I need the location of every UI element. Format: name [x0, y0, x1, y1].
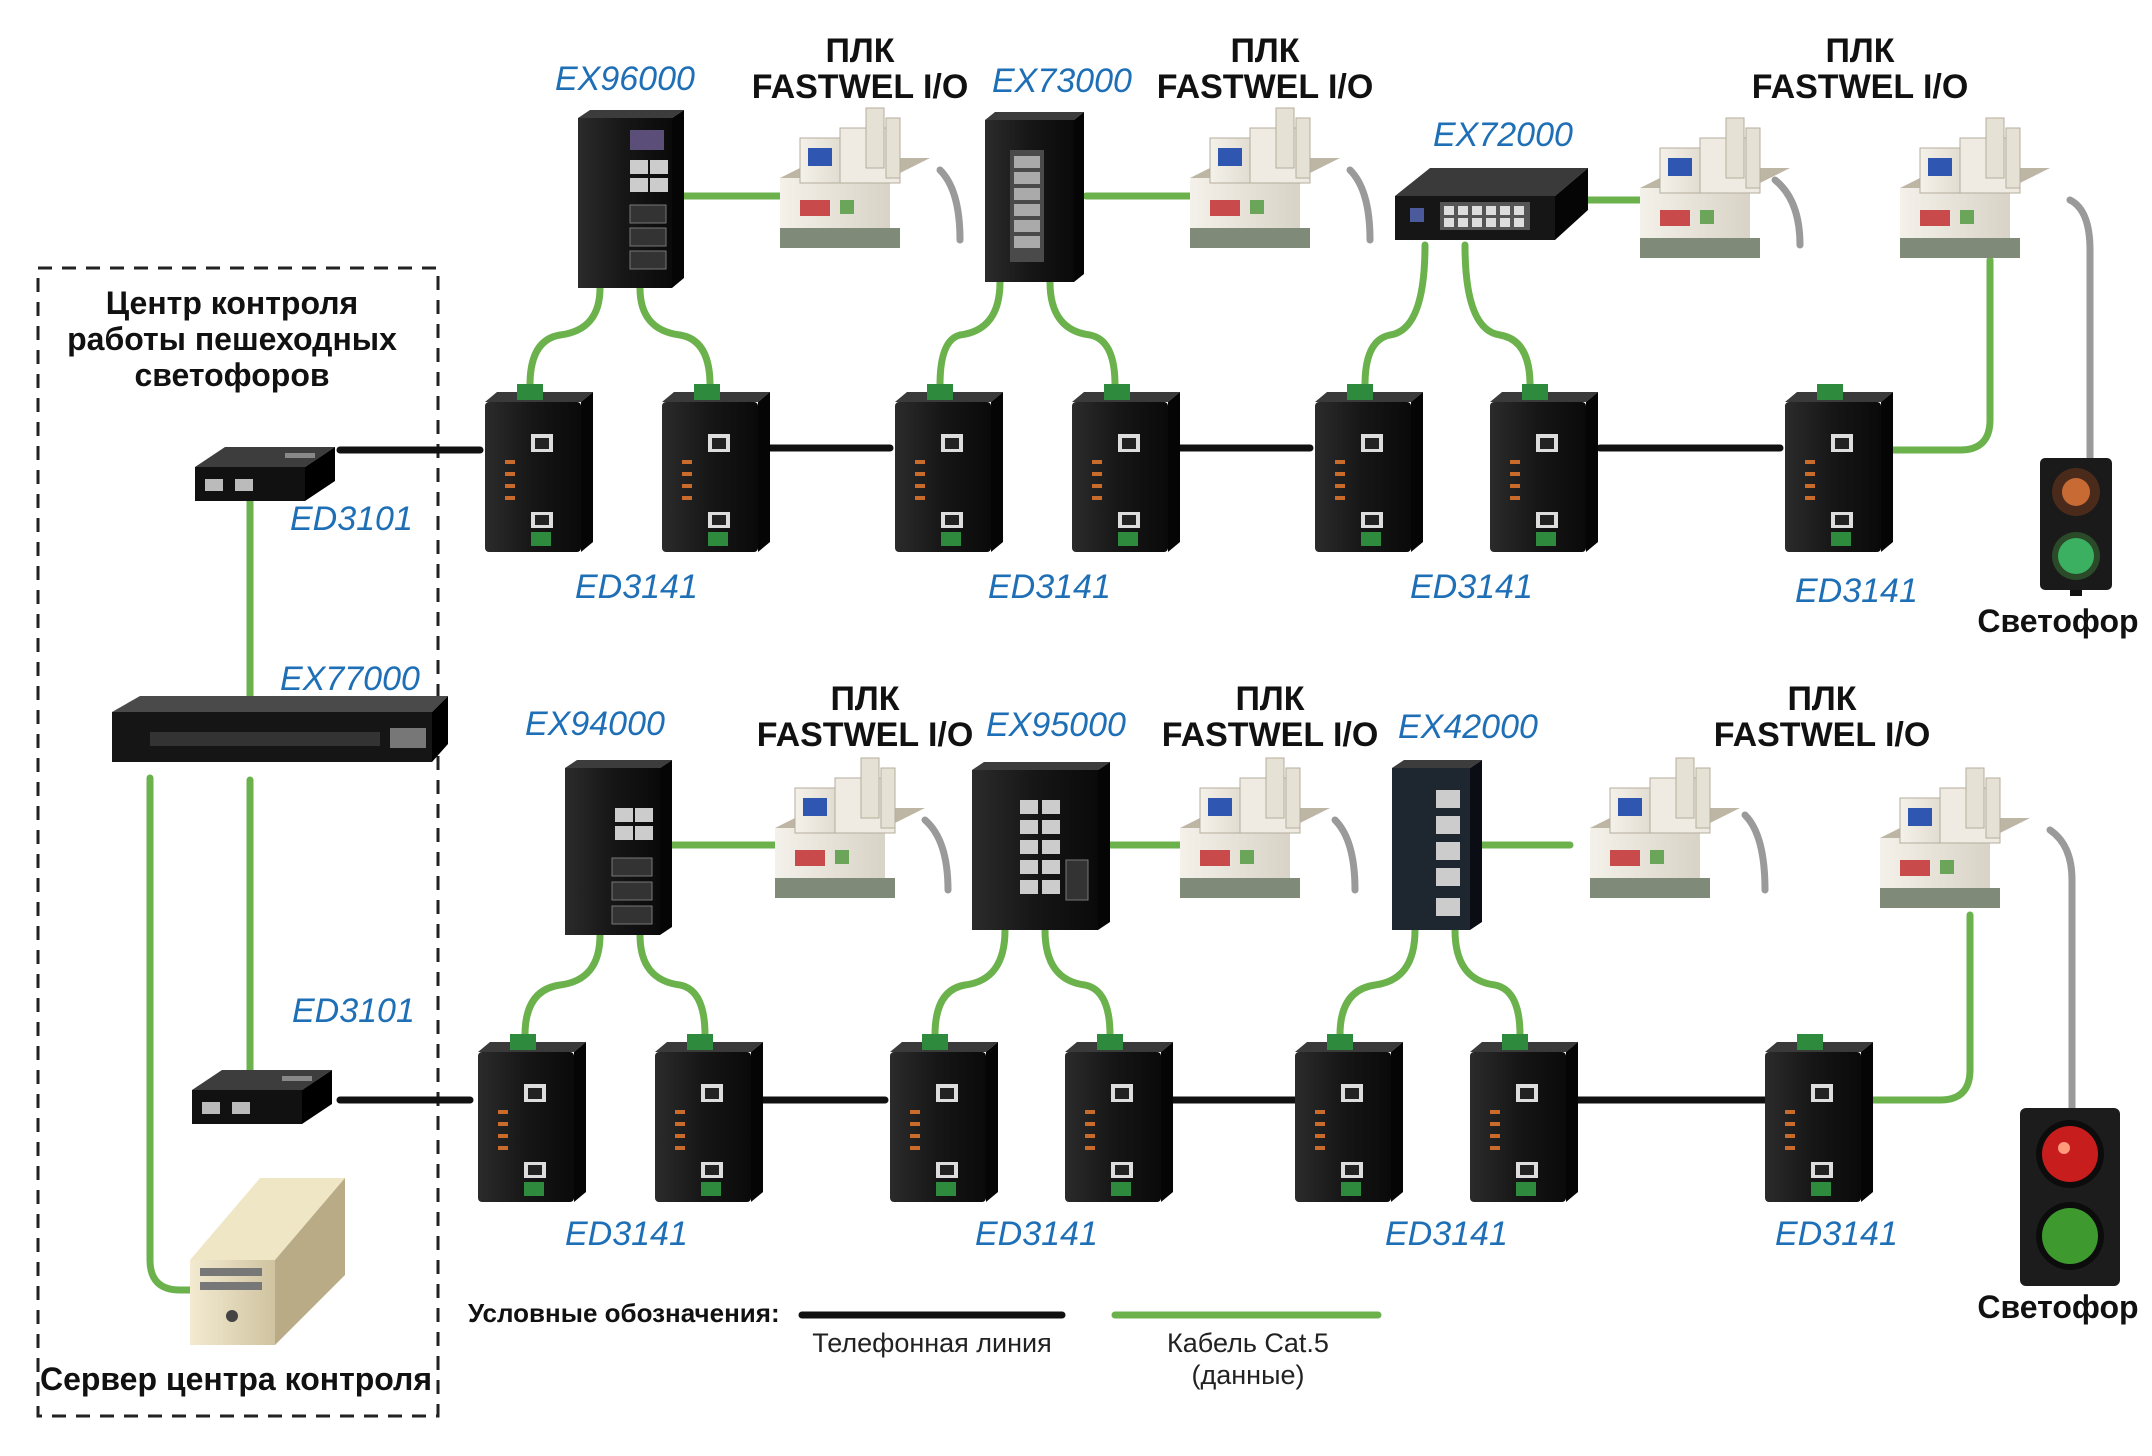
- ed3141-label: ED3141: [1410, 568, 1533, 606]
- plc-device: [779, 107, 931, 249]
- server-label: Сервер центра контроля: [40, 1361, 432, 1397]
- cable-cat5: [521, 931, 604, 1039]
- ed3141-label: ED3141: [1795, 572, 1918, 610]
- ex95000-label: EX95000: [986, 706, 1126, 744]
- cable-signal: [1741, 811, 1769, 894]
- ed3141-device: [1315, 384, 1423, 552]
- traffic-light-label-bottom: Светофор: [1977, 1289, 2138, 1325]
- plc-device: [1189, 107, 1341, 249]
- ex94000-label: EX94000: [525, 705, 665, 743]
- ex42000-label: EX42000: [1398, 708, 1538, 746]
- ex73000-device: [985, 112, 1084, 282]
- ed3141-device: [1470, 1034, 1578, 1202]
- ed3101-top-device: [195, 447, 335, 501]
- cable-cat5: [146, 774, 204, 1294]
- ed3141-device: [655, 1034, 763, 1202]
- cable-cat5: [1451, 926, 1524, 1039]
- ex96000-device: [578, 110, 684, 288]
- ed3141-device: [895, 384, 1003, 552]
- cable-cat5: [526, 284, 604, 389]
- ed3141-device: [1295, 1034, 1403, 1202]
- cable-signal: [2046, 826, 2076, 1112]
- cable-signal: [1331, 816, 1359, 894]
- cable-cat5: [936, 278, 1004, 389]
- ex77000-device: [112, 696, 448, 762]
- cable-cat5: [1046, 278, 1119, 389]
- ex42000-device: [1392, 760, 1482, 930]
- ed3101-bottom-label: ED3101: [292, 992, 415, 1030]
- ed3101-bottom-device: [192, 1070, 332, 1124]
- pedestrian-traffic-light-icon: [2040, 458, 2112, 596]
- ed3141-label: ED3141: [1385, 1215, 1508, 1253]
- legend-phone-label: Телефонная линия: [812, 1328, 1052, 1358]
- traffic-light-label-top: Светофор: [1977, 603, 2138, 639]
- ed3141-device: [485, 384, 593, 552]
- plc-device: [774, 757, 926, 899]
- ex72000-device: [1395, 168, 1588, 240]
- control-center-frame: [36, 266, 440, 1418]
- ed3141-label: ED3141: [988, 568, 1111, 606]
- ed3141-label: ED3141: [975, 1215, 1098, 1253]
- cable-cat5: [1041, 926, 1114, 1039]
- ex73000-label: EX73000: [992, 62, 1132, 100]
- ed3141-device: [1765, 1034, 1873, 1202]
- ed3141-device: [890, 1034, 998, 1202]
- ed3141-label: ED3141: [565, 1215, 688, 1253]
- cable-cat5: [1461, 241, 1534, 389]
- ed3141-device: [1490, 384, 1598, 552]
- legend-title: Условные обозначения:: [468, 1298, 780, 1328]
- ed3141-device: [1072, 384, 1180, 552]
- cable-cat5: [1336, 926, 1419, 1039]
- ed3141-device: [1785, 384, 1893, 552]
- plc-device: [1879, 767, 2031, 909]
- cable-cat5: [931, 926, 1009, 1039]
- plc-device: [1589, 757, 1741, 899]
- plc-device: [1179, 757, 1331, 899]
- ed3141-label: ED3141: [1775, 1215, 1898, 1253]
- server-icon: [190, 1178, 345, 1345]
- cable-cat5: [1861, 911, 1974, 1104]
- ed3141-label: ED3141: [575, 568, 698, 606]
- cable-signal: [936, 166, 964, 244]
- ex95000-device: [972, 762, 1110, 930]
- ex72000-label: EX72000: [1433, 116, 1573, 154]
- cable-signal: [1771, 176, 1804, 249]
- cable-cat5: [636, 284, 714, 389]
- cable-cat5: [636, 931, 709, 1039]
- cable-signal: [2066, 196, 2094, 466]
- vehicle-traffic-light-icon: [2020, 1108, 2120, 1286]
- ex77000-label: EX77000: [280, 660, 420, 698]
- cable-signal: [921, 816, 952, 894]
- ed3101-top-label: ED3101: [290, 500, 413, 538]
- ex94000-device: [565, 760, 672, 935]
- ed3141-device: [662, 384, 770, 552]
- cable-signal: [1346, 166, 1374, 244]
- plc-device: [1899, 117, 2051, 259]
- legend-cat5-label: Кабель Cat.5(данные): [1167, 1328, 1329, 1390]
- plc-device: [1639, 117, 1791, 259]
- cable-cat5: [1881, 256, 1994, 454]
- ed3141-device: [478, 1034, 586, 1202]
- cable-cat5: [1361, 241, 1429, 389]
- ex96000-label: EX96000: [555, 60, 695, 98]
- ed3141-device: [1065, 1034, 1173, 1202]
